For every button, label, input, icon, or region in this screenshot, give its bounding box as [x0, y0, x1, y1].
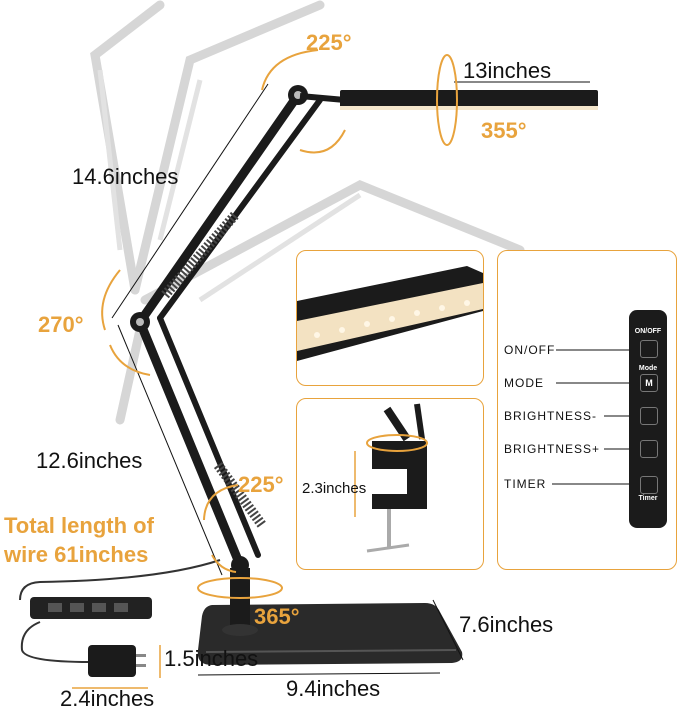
head-rotation-angle: 355°: [481, 118, 527, 143]
on-off-label: ON/OFF: [504, 343, 556, 357]
middle-joint-angle: 270°: [38, 312, 84, 337]
led-strip-illustration: [297, 266, 483, 361]
remote-on-off-label: ON/OFF: [634, 328, 662, 335]
clamp-closeup-panel: [296, 398, 484, 570]
wire-note-line-2: wire 61inches: [4, 541, 149, 567]
wire-note-line-1: Total length of: [4, 513, 154, 538]
touch-control-panel: ON/OFF Mode M Timer: [629, 310, 667, 528]
brightness-down-label: BRIGHTNESS-: [504, 409, 598, 423]
lower-joint-angle: 225°: [238, 472, 284, 497]
mode-label: MODE: [504, 376, 544, 390]
mode-key-label: M: [645, 378, 653, 388]
base-rotation-angle: 365°: [254, 604, 300, 629]
base-width-label: 9.4inches: [286, 676, 381, 701]
upper-arm-label: 14.6inches: [72, 164, 179, 189]
mode-button[interactable]: M: [640, 374, 658, 392]
adapter-height-label: 1.5inches: [164, 646, 259, 671]
led-closeup-panel: [296, 250, 484, 386]
remote-timer-label: Timer: [638, 495, 658, 502]
timer-icon[interactable]: [640, 476, 658, 494]
clamp-illustration: [354, 403, 428, 553]
clamp-height-label: 2.3inches: [302, 480, 367, 497]
power-icon[interactable]: [640, 340, 658, 358]
wire-length-note: Total length of wire 61inches: [4, 512, 154, 569]
timer-label: TIMER: [504, 477, 547, 491]
top-joint-angle: 225°: [306, 30, 352, 55]
base-depth-label: 7.6inches: [459, 612, 554, 637]
adapter-width-label: 2.4inches: [60, 686, 155, 711]
brightness-down-icon[interactable]: [640, 407, 658, 425]
lower-arm-label: 12.6inches: [36, 448, 143, 473]
head-length-label: 13inches: [463, 58, 552, 83]
brightness-up-label: BRIGHTNESS+: [504, 442, 601, 456]
remote-mode-label: Mode: [638, 365, 658, 372]
brightness-up-icon[interactable]: [640, 440, 658, 458]
